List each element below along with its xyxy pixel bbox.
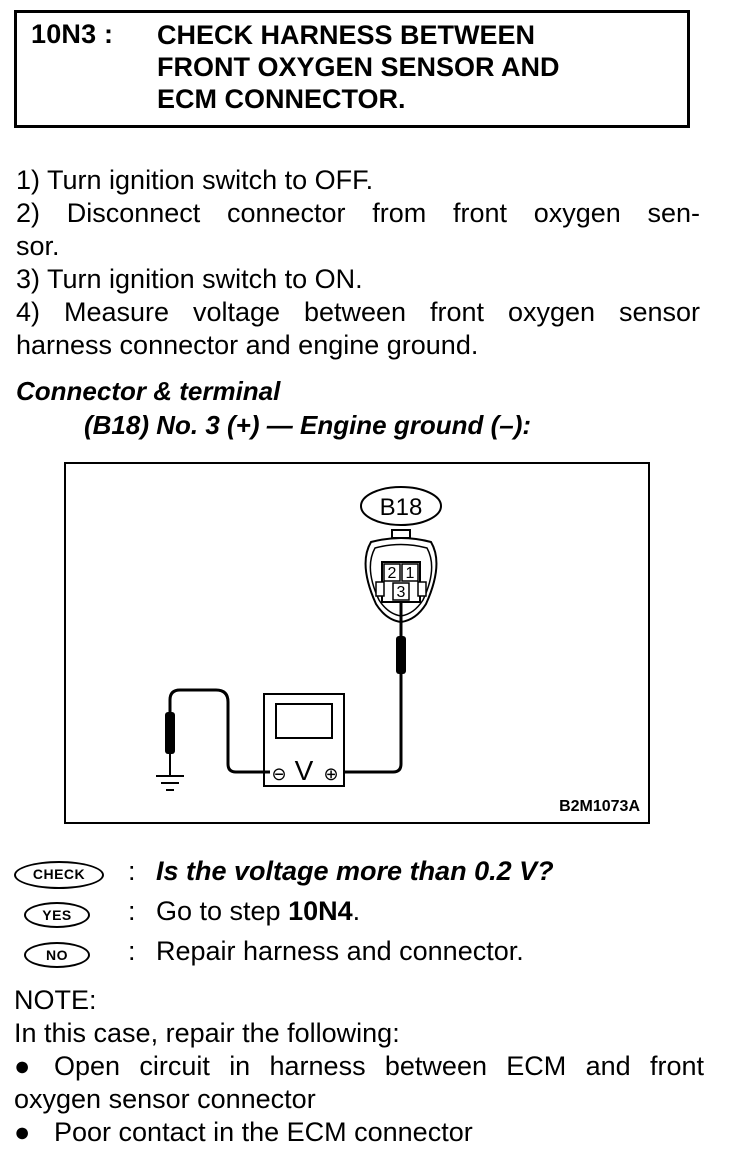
pin-label: 2 [388,565,397,582]
connector-label: B18 [380,494,423,521]
colon: : [128,856,136,886]
connector-terminal-title: Connector & terminal [16,376,281,406]
negative-lead-wire [168,688,270,774]
note-item: ● Poor contact in the ECM connector [14,1116,704,1149]
step-title-line: FRONT OXYGEN SENSOR AND [157,52,560,82]
step-reference: 10N4 [288,896,353,926]
note-intro: In this case, repair the following: [14,1018,400,1048]
positive-terminal-icon: ⊕ [323,764,338,785]
procedure-step: 1) Turn ignition switch to OFF. [16,165,374,195]
pin-2-cell [383,563,401,582]
note-item: ● Open circuit in harness between ECM and… [14,1050,704,1083]
note-item-text: Poor contact in the ECM connector [54,1117,473,1147]
procedure-step-continuation: sor. [16,231,60,261]
step-title-line: ECM CONNECTOR. [157,84,406,114]
colon: : [128,936,136,966]
pin-3-cell [392,582,410,601]
voltmeter-display [275,703,333,739]
note-item-continuation: oxygen sensor connector [14,1084,316,1114]
yes-badge: YES [24,902,90,928]
procedure-steps: 1) Turn ignition switch to OFF. 2) Disco… [16,164,700,362]
pin-1-cell [401,563,419,582]
step-title-line: CHECK HARNESS BETWEEN [157,20,536,50]
positive-probe-handle [396,636,406,674]
wiring-diagram: B18 2 1 3 V ⊖ ⊕ [64,462,650,824]
procedure-step: 2) Disconnect connector from front oxyge… [16,198,700,228]
step-title: CHECK HARNESS BETWEEN FRONT OXYGEN SENSO… [157,19,677,115]
figure-id: B2M1073A [559,798,640,815]
no-badge: NO [24,942,90,968]
note-section: NOTE: In this case, repair the following… [14,984,704,1149]
procedure-step: 4) Measure voltage between front oxygen … [16,297,700,327]
bullet-icon: ● [14,1051,31,1081]
procedure-step-continuation: harness connector and engine ground. [16,330,479,360]
procedure-step: 3) Turn ignition switch to ON. [16,264,363,294]
negative-terminal-icon: ⊖ [271,764,286,785]
colon: : [128,896,136,926]
connector-label-ellipse [360,486,442,526]
positive-lead-wire [336,674,403,774]
check-row: CHECK : Is the voltage more than 0.2 V? [14,856,714,890]
wiring-diagram-svg: B18 2 1 3 V ⊖ ⊕ [156,486,442,791]
bullet-icon: ● [14,1117,31,1147]
no-action: Repair harness and connector. [156,936,524,966]
yes-row: YES : Go to step 10N4. [14,896,714,930]
step-id: 10N3 : [31,19,114,49]
voltmeter-symbol: V [295,755,314,786]
connector-terminal-spec: (B18) No. 3 (+) — Engine ground (–): [84,410,532,440]
note-item-text: Open circuit in harness between ECM and … [54,1051,704,1081]
step-header-box: 10N3 : CHECK HARNESS BETWEEN FRONT OXYGE… [14,10,690,128]
pin-label: 1 [406,565,415,582]
note-label: NOTE: [14,985,97,1015]
check-question: Is the voltage more than 0.2 V? [156,856,554,886]
no-row: NO : Repair harness and connector. [14,936,714,970]
yes-action-suffix: . [352,896,361,926]
yes-action-text: Go to step [156,896,289,926]
negative-probe-handle [165,712,175,754]
yes-action: Go to step 10N4. [156,896,360,927]
ground-icon [156,775,184,791]
pin-label: 3 [397,584,406,601]
check-badge: CHECK [14,861,104,889]
